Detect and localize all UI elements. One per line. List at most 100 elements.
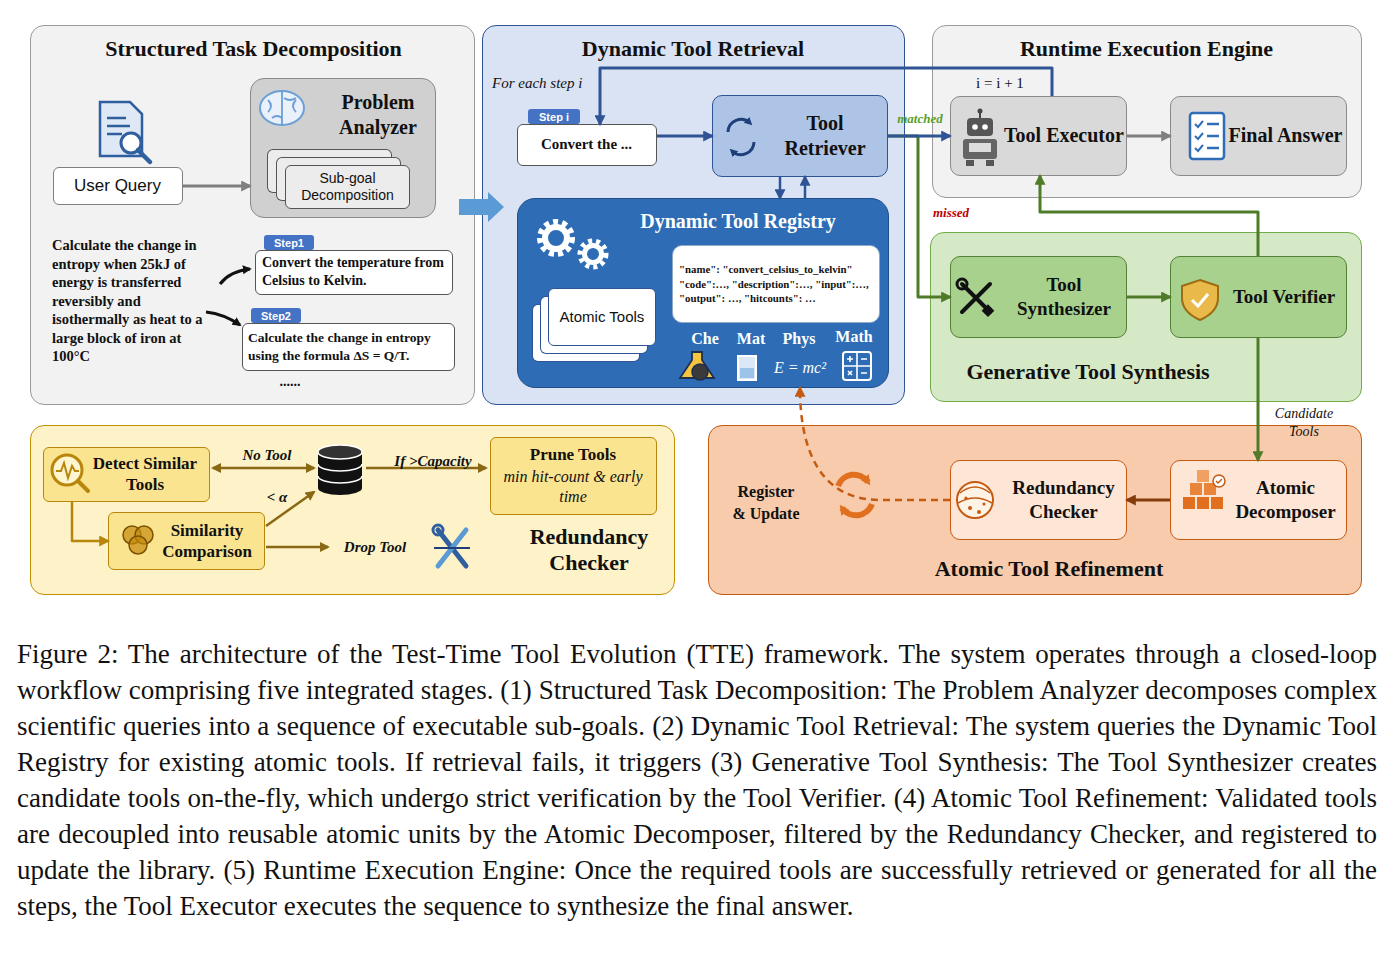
venn-icon — [135, 526, 153, 544]
stage-panel: Atomic Tool RefinementRedundancy Checker… — [708, 425, 1362, 595]
connector — [657, 135, 712, 138]
node-text: "name": "convert_celsius_to_kelvin" "cod… — [679, 250, 879, 318]
process-box: Problem AnalyzerSub-goal Decomposition — [250, 78, 436, 218]
node-text: Calculate the change in entropy using th… — [248, 324, 453, 369]
connector — [888, 136, 950, 297]
step-arrows — [220, 269, 250, 284]
step-box: Step2Calculate the change in entropy usi… — [242, 323, 455, 371]
shield-icon — [1192, 294, 1208, 306]
schema-box: "name": "convert_celsius_to_kelvin" "cod… — [672, 245, 880, 323]
redundancy-icon — [957, 482, 993, 518]
node-text: Detect Similar Tools — [82, 448, 208, 500]
node-text: Sub-goal Decomposition — [286, 166, 409, 208]
document-icon — [107, 117, 126, 120]
node-text: Similarity Comparison — [151, 513, 263, 568]
node-text: Atomic Decomposer — [1225, 461, 1346, 538]
output-box: Final Answer — [1170, 96, 1347, 176]
gear-icon — [545, 227, 567, 249]
database-icon — [318, 464, 362, 483]
drop-tools-icon — [438, 530, 466, 566]
cubes-icon — [1197, 497, 1209, 509]
redundancy-icon — [964, 496, 967, 499]
cubes-icon — [1204, 483, 1216, 495]
recycle-icon — [838, 475, 872, 516]
connector — [779, 177, 782, 198]
venn-icon — [123, 526, 141, 544]
process-box: Tool Executor — [950, 96, 1127, 176]
input-box: User Query — [53, 167, 183, 205]
connector — [888, 135, 950, 138]
science-icons — [692, 364, 708, 380]
database-icon — [318, 452, 362, 495]
connector — [459, 192, 504, 222]
node-text: Step2 — [251, 308, 301, 323]
cubes-icon — [1213, 475, 1225, 487]
node-text: Prune Tools — [491, 442, 655, 466]
robot-icon — [978, 109, 983, 114]
connector — [1127, 135, 1170, 138]
node-text: Dynamic Tool Registry — [588, 207, 888, 235]
registry-box: Dynamic Tool RegistryAtomic Tools"name":… — [517, 198, 889, 388]
step-arrows — [206, 312, 240, 325]
card-stack: Sub-goal Decomposition — [285, 165, 410, 209]
redundancy-icon — [957, 482, 993, 518]
node-text: Convert the temperature from Celsius to … — [262, 251, 448, 293]
yellow-arrows — [213, 468, 486, 547]
stage-panel: Redundancy Checker Detect Similar ToolsSi… — [30, 425, 675, 595]
document-icon — [107, 133, 122, 136]
connector — [1257, 338, 1260, 460]
node-text: Structured Task Decomposition — [31, 34, 476, 64]
redundancy-icon — [977, 510, 981, 514]
process-box: Tool Synthesizer — [950, 256, 1127, 338]
robot-icon — [972, 124, 978, 130]
document-icon — [138, 150, 150, 162]
robot-icon — [966, 160, 974, 166]
robot-icon — [963, 139, 997, 159]
process-box: Tool Retriever — [712, 95, 888, 177]
drop-tools-icon — [438, 530, 466, 566]
connector — [183, 185, 250, 188]
science-icons — [680, 352, 714, 378]
node-text: Dynamic Tool Retrieval — [483, 34, 903, 64]
yellow-arrows — [213, 467, 314, 470]
document-icon — [100, 102, 150, 162]
refresh-icon — [728, 119, 754, 154]
drop-tools-icon — [433, 525, 443, 535]
gear-icon — [580, 241, 606, 267]
robot-icon — [979, 112, 981, 118]
drop-tools-icon — [434, 547, 470, 549]
node-text: Convert the ... — [518, 125, 655, 164]
detect-icon — [78, 481, 88, 491]
database-icon — [318, 445, 362, 459]
node-text: Tool Synthesizer — [1003, 257, 1125, 336]
node-text: User Query — [54, 168, 181, 203]
cubes-icon — [1197, 470, 1209, 482]
checklist-icon — [1190, 113, 1224, 159]
detect-icon — [56, 463, 79, 478]
brain-icon — [260, 91, 304, 125]
cubes-icon — [1216, 479, 1222, 483]
document-icon — [107, 125, 130, 128]
robot-icon — [982, 124, 988, 130]
gear-icon — [540, 222, 606, 267]
cubes-icon — [1190, 483, 1202, 495]
refresh-icon — [732, 142, 754, 155]
node-text: Final Answer — [1226, 97, 1345, 174]
cubes-icon — [1183, 470, 1225, 509]
shield-icon — [1182, 280, 1218, 320]
cubes-icon — [1183, 497, 1195, 509]
gear-icon — [540, 222, 572, 254]
redundancy-icon — [958, 487, 992, 503]
node-text: Redundancy Checker — [509, 518, 669, 582]
step-box: Step1Convert the temperature from Celsiu… — [255, 250, 453, 295]
robot-icon — [986, 160, 994, 166]
checklist-icon — [1207, 124, 1219, 148]
node-text: Tool Executor — [1003, 97, 1125, 174]
cubes-icon — [1211, 497, 1223, 509]
science-icons — [843, 352, 871, 380]
connector — [804, 177, 807, 198]
connector — [800, 388, 950, 500]
stage-panel: Dynamic Tool RetrievalStep iConvert the … — [482, 25, 905, 405]
brain-icon — [260, 91, 304, 125]
